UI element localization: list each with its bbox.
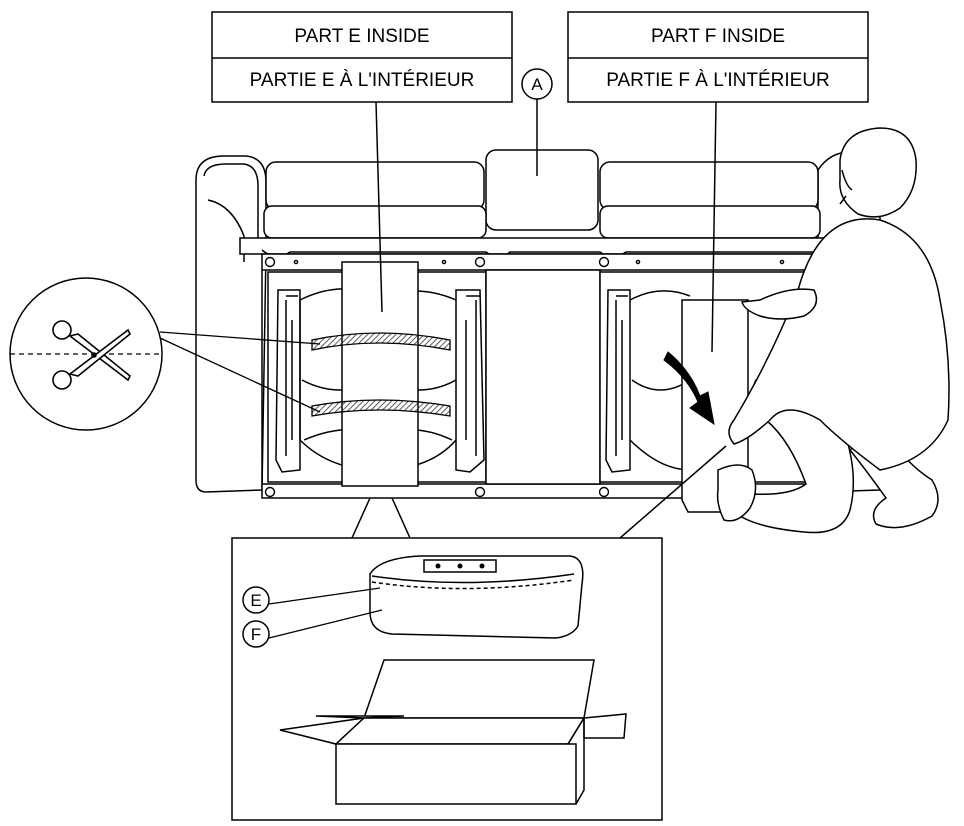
part-f-label-en: PART F INSIDE bbox=[651, 26, 785, 47]
marker-f-label: F bbox=[251, 625, 261, 644]
marker-a: A bbox=[521, 68, 553, 176]
center-cushion-a bbox=[485, 149, 599, 231]
part-e-label-fr: PARTIE E À L'INTÉRIEUR bbox=[250, 70, 475, 91]
marker-a-label: A bbox=[531, 75, 543, 94]
marker-e: E bbox=[242, 586, 381, 614]
person-lifting-box bbox=[681, 127, 950, 534]
cardboard-box bbox=[279, 659, 627, 805]
straps bbox=[311, 332, 451, 417]
scissors-icon bbox=[52, 320, 132, 390]
center-support bbox=[485, 269, 601, 485]
lifted-part bbox=[369, 555, 584, 639]
left-armrest bbox=[195, 155, 267, 493]
marker-e-label: E bbox=[250, 591, 261, 610]
part-f-label-fr: PARTIE F À L'INTÉRIEUR bbox=[606, 70, 830, 91]
left-seat-cushion bbox=[263, 205, 487, 239]
callout-part-e: PART E INSIDE PARTIE E À L'INTÉRIEUR bbox=[211, 11, 513, 313]
marker-f: F bbox=[242, 609, 383, 648]
cut-strap-detail bbox=[9, 277, 321, 431]
left-back-cushion bbox=[265, 161, 485, 211]
part-e-label-en: PART E INSIDE bbox=[294, 26, 429, 47]
unboxing-detail: E F bbox=[231, 445, 727, 821]
right-seat-cushion bbox=[599, 205, 821, 239]
down-arrow-icon bbox=[663, 351, 715, 426]
box-part-f bbox=[681, 299, 749, 513]
sofa bbox=[195, 149, 881, 499]
callout-part-f: PART F INSIDE PARTIE F À L'INTÉRIEUR bbox=[567, 11, 869, 353]
right-back-cushion bbox=[599, 161, 819, 211]
box-part-e bbox=[341, 261, 419, 487]
